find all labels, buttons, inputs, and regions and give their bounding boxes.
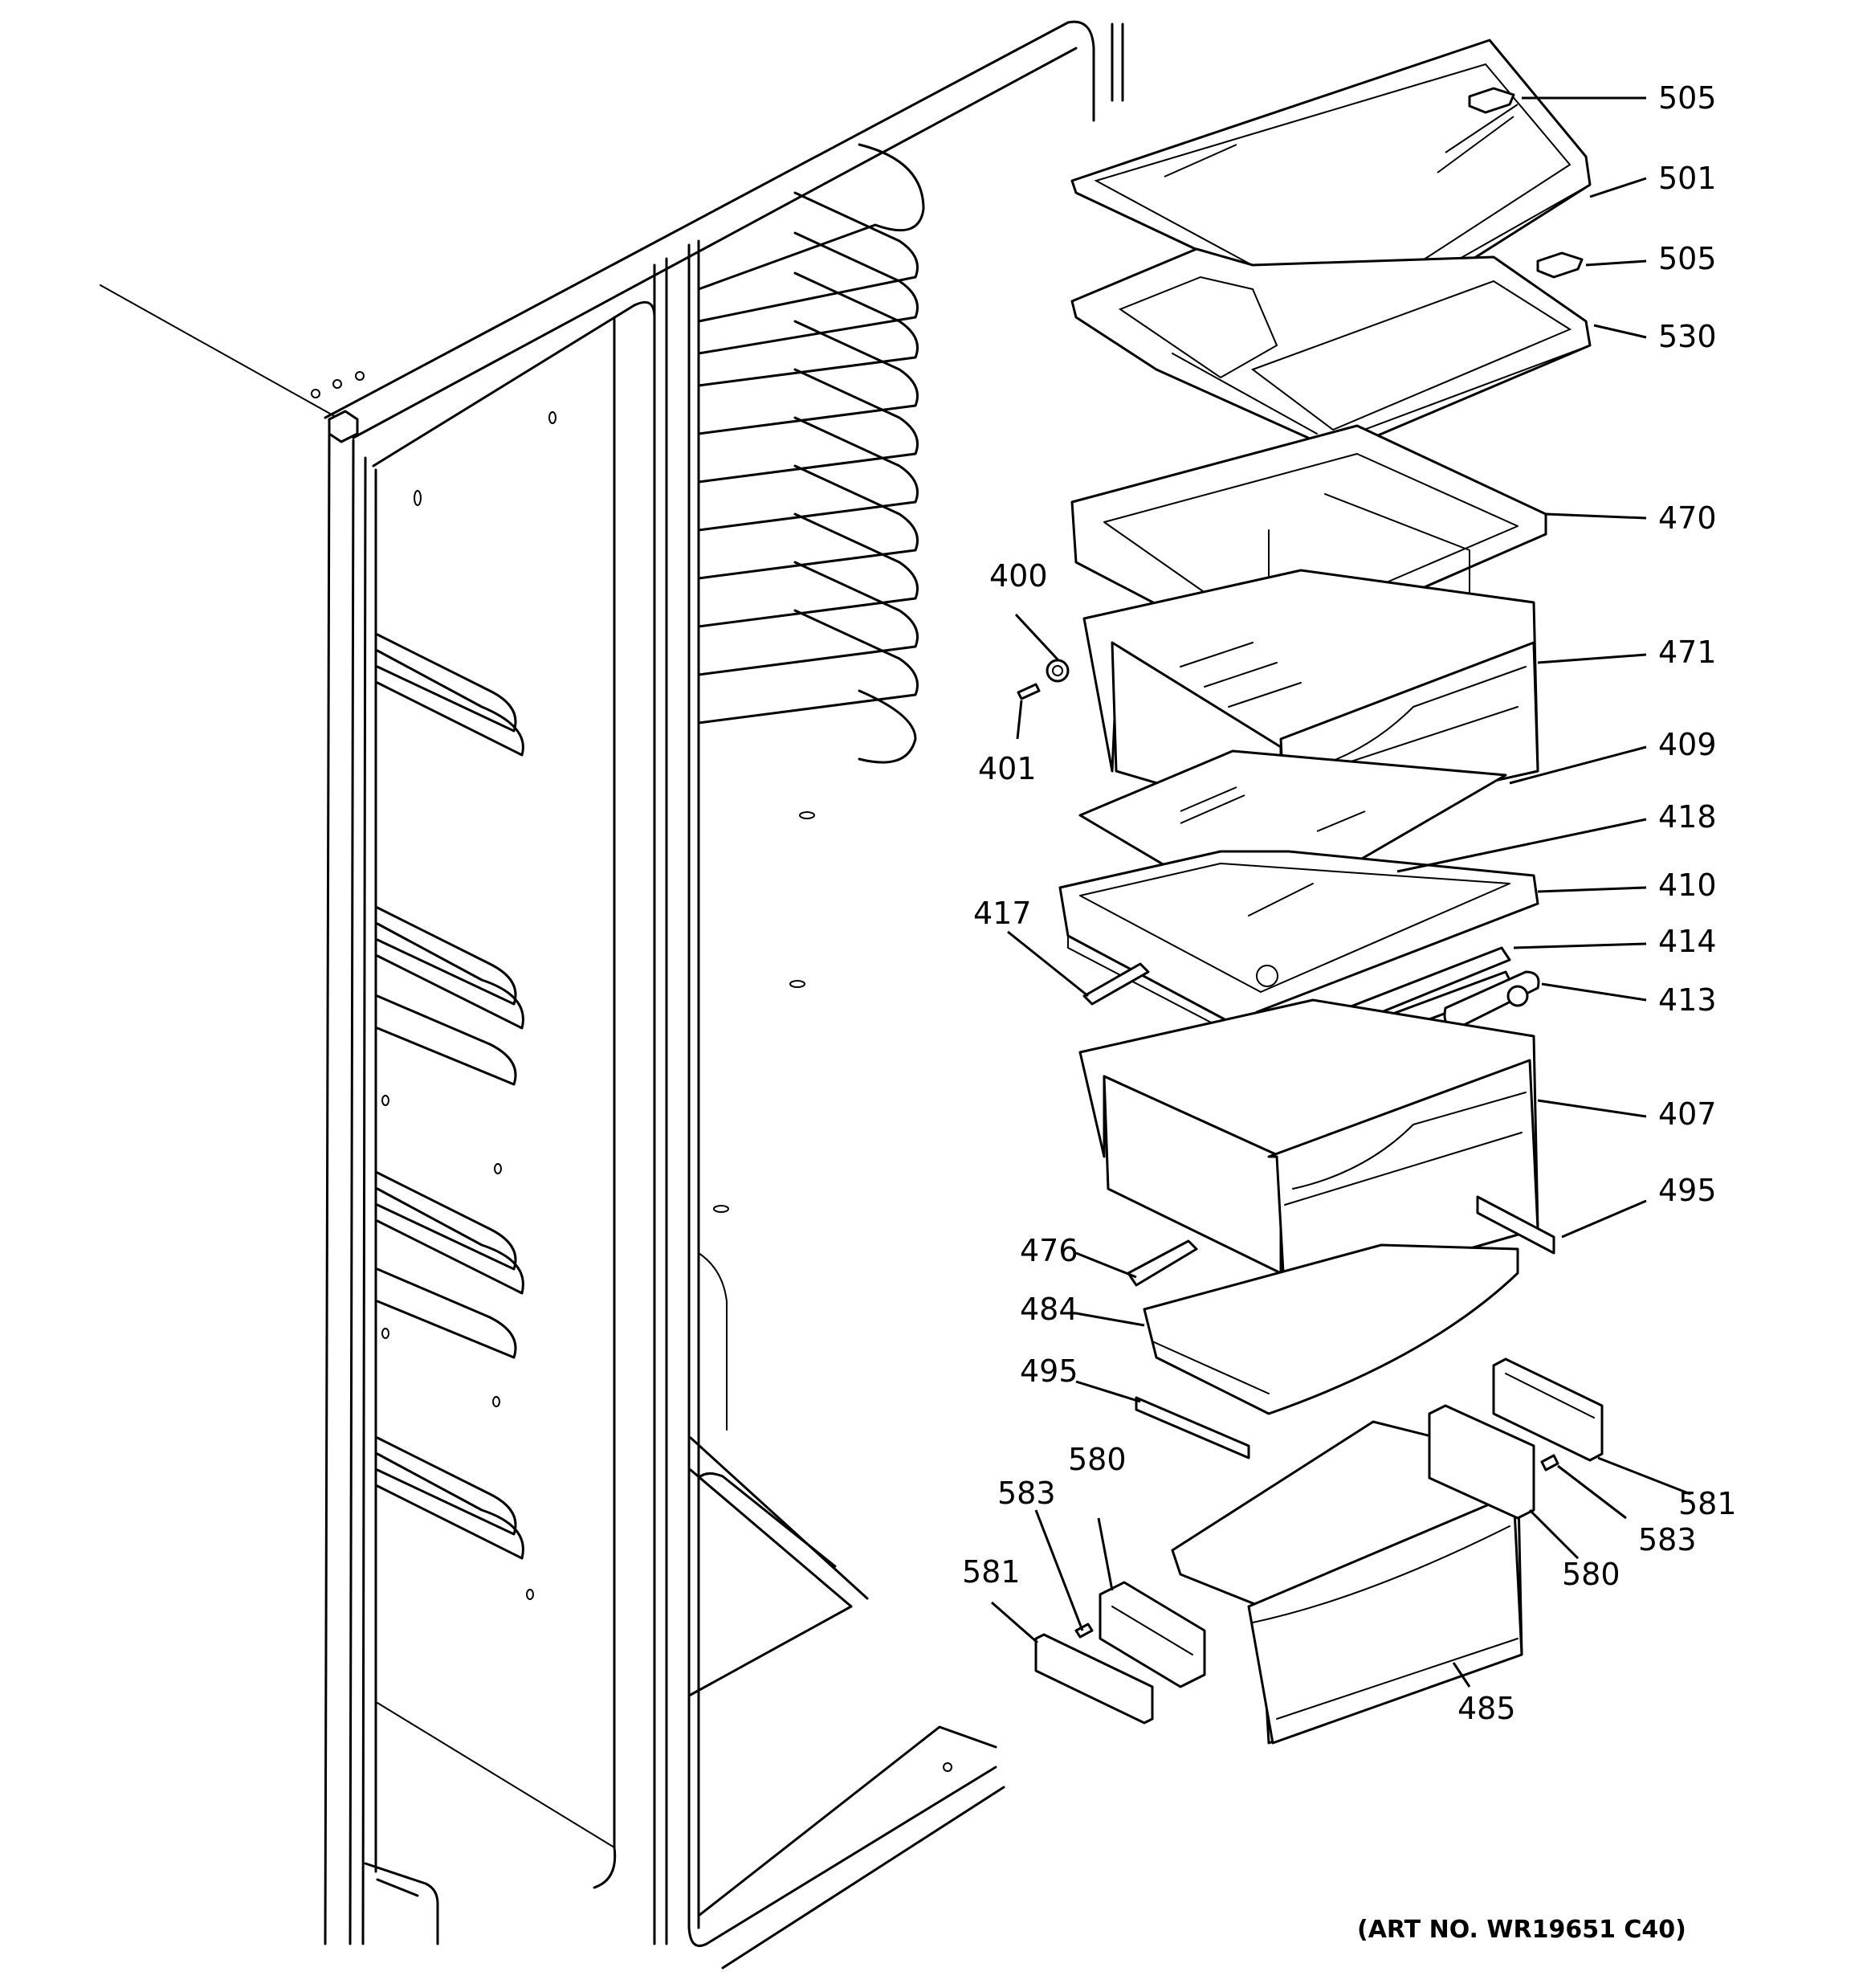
callout-530: 530	[1658, 319, 1717, 354]
callout-581-right: 581	[1678, 1486, 1737, 1521]
leader-lines	[991, 96, 1691, 1688]
pan-485	[1171, 1420, 1523, 1745]
callout-583-left: 583	[997, 1476, 1056, 1511]
fresh-food-shelf-rails	[697, 143, 925, 1213]
screw-583-left	[1074, 1623, 1094, 1639]
callout-labels: 505 501 505 530 470 400 471 401 409 418 …	[962, 80, 1737, 1726]
slide-581-right	[1492, 1357, 1604, 1462]
callout-414: 414	[1658, 924, 1717, 959]
callout-471: 471	[1658, 635, 1717, 670]
art-number: (ART NO. WR19651 C40)	[1357, 1916, 1686, 1944]
callout-495-upper: 495	[1658, 1173, 1717, 1208]
slide-rail-495-upper	[1476, 1195, 1555, 1255]
callout-501: 501	[1658, 161, 1717, 196]
clip-505-upper	[1468, 87, 1515, 114]
refrigerator-cabinet	[100, 20, 1124, 1970]
clip-505-lower	[1536, 251, 1584, 279]
callout-580-right: 580	[1562, 1557, 1620, 1592]
callout-410: 410	[1658, 867, 1717, 903]
slide-bracket-580-left	[1099, 1581, 1206, 1688]
drawer-407	[1078, 998, 1539, 1303]
nut-400	[1046, 659, 1070, 683]
callout-484: 484	[1020, 1292, 1078, 1327]
callout-505-lower: 505	[1658, 241, 1717, 276]
callout-407: 407	[1658, 1096, 1717, 1132]
slide-rail-476	[1127, 1239, 1198, 1287]
callout-583-right: 583	[1638, 1522, 1697, 1557]
callout-418: 418	[1658, 799, 1717, 835]
callout-470: 470	[1658, 500, 1717, 536]
callout-400: 400	[989, 558, 1048, 594]
callout-409: 409	[1658, 727, 1717, 762]
slide-bracket-580-right	[1428, 1404, 1535, 1520]
slide-581-left	[1034, 1633, 1154, 1725]
callout-581-left: 581	[962, 1554, 1021, 1590]
cover-484	[1143, 1243, 1519, 1415]
callout-476: 476	[1020, 1233, 1078, 1268]
callout-495-lower: 495	[1020, 1353, 1078, 1389]
slide-rail-495-lower	[1135, 1396, 1250, 1459]
shelf-530	[1070, 247, 1592, 459]
callout-413: 413	[1658, 982, 1717, 1018]
screw-583-right	[1540, 1454, 1559, 1472]
slide-rail-417	[1082, 962, 1150, 1006]
callout-580-left: 580	[1068, 1442, 1127, 1477]
callout-417: 417	[973, 896, 1032, 931]
screw-401	[1017, 683, 1041, 700]
callout-505-upper: 505	[1658, 80, 1717, 116]
callout-401: 401	[978, 751, 1037, 786]
handle-413	[1443, 970, 1540, 1030]
callout-485: 485	[1457, 1691, 1516, 1726]
freezer-door-shelf-rails	[376, 411, 556, 1600]
